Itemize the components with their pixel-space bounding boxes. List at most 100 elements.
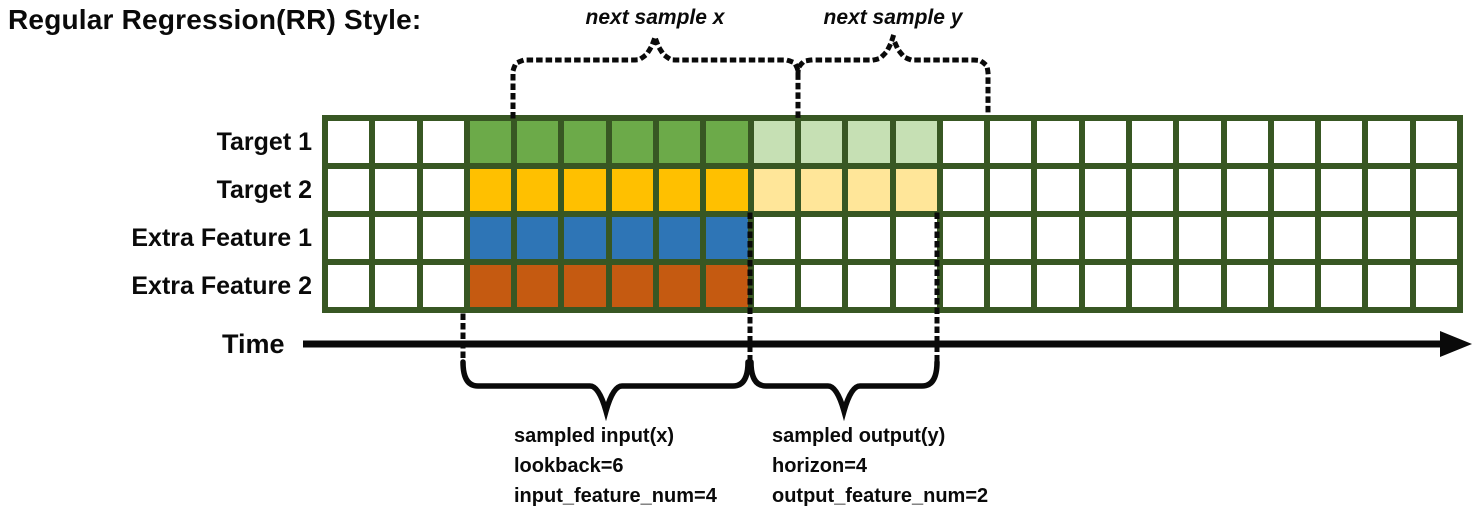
grid-cell — [800, 169, 843, 211]
sample-grid — [322, 115, 1463, 313]
grid-cell — [800, 265, 843, 307]
grid-cell — [1415, 169, 1457, 211]
grid-cell — [1037, 169, 1079, 211]
grid-cell — [1226, 265, 1268, 307]
grid-cell — [848, 169, 890, 211]
grid-cell — [422, 265, 464, 307]
grid-cell — [1368, 169, 1410, 211]
grid-cell — [1131, 265, 1174, 307]
grid-cell — [328, 169, 370, 211]
grid-cell — [1084, 265, 1126, 307]
grid-cell — [942, 217, 985, 259]
grid-cell — [517, 265, 559, 307]
grid-cell — [564, 217, 606, 259]
grid-cell — [564, 265, 606, 307]
grid-cell — [1368, 121, 1410, 163]
grid-cell — [1368, 265, 1410, 307]
grid-cell — [1321, 217, 1363, 259]
grid-cell — [990, 265, 1032, 307]
grid-cell — [375, 217, 417, 259]
input-feature-num-value: input_feature_num=4 — [514, 485, 717, 507]
grid-cell — [659, 265, 701, 307]
next-sample-x-brace — [510, 28, 801, 119]
grid-cell — [753, 121, 795, 163]
grid-cell — [1084, 121, 1126, 163]
grid-cell — [1131, 169, 1174, 211]
sampled-output-note: sampled output(y) horizon=4 output_featu… — [772, 421, 988, 511]
grid-cell — [1226, 121, 1268, 163]
grid-cell — [328, 265, 370, 307]
grid-cell — [1131, 217, 1174, 259]
grid-cell — [611, 265, 654, 307]
row-label-extra-feature-1: Extra Feature 1 — [131, 224, 312, 252]
grid-cell — [1226, 217, 1268, 259]
grid-cell — [1273, 121, 1316, 163]
grid-cell — [895, 169, 937, 211]
next-sample-y-brace — [795, 28, 991, 119]
grid-cell — [753, 217, 795, 259]
grid-cell — [1415, 121, 1457, 163]
grid-cell — [328, 217, 370, 259]
grid-cell — [1037, 265, 1079, 307]
grid-cell — [990, 217, 1032, 259]
grid-cell — [611, 217, 654, 259]
grid-cell — [328, 121, 370, 163]
grid-cell — [895, 265, 937, 307]
grid-cell — [1037, 121, 1079, 163]
grid-cell — [990, 169, 1032, 211]
horizon-value: horizon=4 — [772, 455, 868, 477]
lookback-value: lookback=6 — [514, 455, 624, 477]
grid-cell — [706, 121, 748, 163]
grid-cell — [1273, 169, 1316, 211]
grid-cell — [1415, 217, 1457, 259]
grid-cell — [1415, 265, 1457, 307]
grid-cell — [1321, 169, 1363, 211]
grid-cell — [800, 121, 843, 163]
grid-cell — [1179, 265, 1221, 307]
next-sample-y-label: next sample y — [823, 6, 963, 29]
row-label-extra-feature-2: Extra Feature 2 — [131, 272, 312, 300]
grid-cell — [375, 121, 417, 163]
time-axis-arrowhead — [1440, 331, 1472, 357]
grid-cell — [1368, 217, 1410, 259]
sampled-input-note: sampled input(x) lookback=6 input_featur… — [514, 421, 717, 511]
grid-cell — [1321, 265, 1363, 307]
grid-cell — [1321, 121, 1363, 163]
grid-cell — [1273, 217, 1316, 259]
grid-cell — [848, 217, 890, 259]
grid-cell — [517, 217, 559, 259]
grid-cell — [375, 265, 417, 307]
grid-cell — [517, 121, 559, 163]
grid-cell — [611, 121, 654, 163]
grid-cell — [1131, 121, 1174, 163]
grid-cell — [517, 169, 559, 211]
grid-cell — [1084, 169, 1126, 211]
grid-cell — [422, 217, 464, 259]
row-label-target-1: Target 1 — [216, 128, 312, 156]
grid-cell — [422, 121, 464, 163]
grid-cell — [942, 121, 985, 163]
grid-cell — [753, 169, 795, 211]
grid-cell — [611, 169, 654, 211]
grid-cell — [659, 169, 701, 211]
next-sample-x-label: next sample x — [585, 6, 725, 29]
grid-cell — [1084, 217, 1126, 259]
diagram-title: Regular Regression(RR) Style: — [8, 4, 422, 35]
grid-cell — [942, 169, 985, 211]
grid-cell — [706, 217, 748, 259]
grid-cell — [469, 121, 512, 163]
grid-cell — [564, 121, 606, 163]
grid-cell — [706, 265, 748, 307]
grid-cell — [800, 217, 843, 259]
grid-cell — [1179, 169, 1221, 211]
grid-cell — [469, 169, 512, 211]
grid-cell — [1226, 169, 1268, 211]
time-axis-label: Time — [222, 329, 285, 359]
grid-cell — [895, 121, 937, 163]
grid-cell — [1179, 121, 1221, 163]
grid-cell — [895, 217, 937, 259]
grid-cell — [942, 265, 985, 307]
grid-cell — [564, 169, 606, 211]
grid-cell — [990, 121, 1032, 163]
